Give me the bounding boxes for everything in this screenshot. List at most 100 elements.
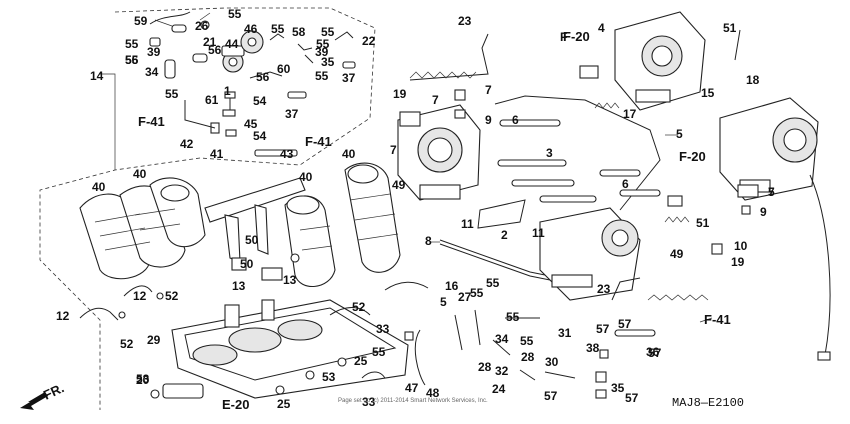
springs (409, 71, 709, 301)
part-callout: 40 (133, 167, 147, 181)
part-callout: 33 (376, 322, 390, 336)
part-callout: 5 (768, 185, 775, 199)
bracket-assembly (204, 177, 306, 281)
part-callout: 11 (461, 217, 474, 231)
part-callout: 31 (558, 326, 572, 340)
part-callout: 55 (470, 286, 484, 300)
part-callout: 57 (625, 391, 639, 405)
part-callout: 50 (240, 257, 254, 271)
part-callout: 37 (285, 107, 299, 121)
part-callout: 55 (165, 87, 179, 101)
part-callout: 55 (372, 345, 386, 359)
part-callout: 28 (521, 350, 535, 364)
part-callout: 32 (495, 364, 509, 378)
part-callout: 21 (203, 35, 217, 49)
part-callout: 6 (622, 177, 629, 191)
part-callout: 1 (224, 84, 231, 98)
part-callout: 56 (256, 70, 270, 84)
part-callout: 29 (147, 333, 161, 347)
part-callout: 50 (245, 233, 259, 247)
part-callout: 54 (253, 94, 267, 108)
leader-lines (100, 12, 713, 323)
ref-e20-bottom: E-20 (222, 397, 249, 412)
part-callout: 8 (425, 234, 432, 248)
part-callout: 51 (723, 21, 737, 35)
ref-f41-left: F-41 (138, 114, 165, 129)
part-callout: 60 (277, 62, 291, 76)
part-callout: 59 (134, 14, 148, 28)
part-callout: 38 (586, 341, 600, 355)
part-callout: 23 (597, 282, 611, 296)
small-parts-right (361, 29, 759, 399)
front-direction-arrow: FR. (20, 380, 66, 410)
part-callout: 16 (445, 279, 459, 293)
part-callout: 19 (731, 255, 745, 269)
part-callout: 55 (321, 25, 335, 39)
part-callout: 4 (598, 21, 605, 35)
part-callout: 44 (225, 37, 239, 51)
part-callout: 35 (321, 55, 335, 69)
part-callout: 7 (768, 185, 775, 199)
part-callout: 55 (486, 276, 500, 290)
part-callout: 15 (701, 86, 715, 100)
part-callout: 55 (506, 310, 520, 324)
part-callout: 9 (760, 205, 767, 219)
part-callout: 33 (362, 395, 376, 409)
part-callout: 23 (458, 14, 472, 28)
ref-f20-right: F-20 (679, 149, 706, 164)
part-callout: 28 (478, 360, 492, 374)
part-callout: 55 (271, 22, 285, 36)
part-callout: 61 (205, 93, 219, 107)
part-callout: 55 (228, 7, 242, 21)
part-callout: 2 (501, 228, 508, 242)
part-callout: 7 (390, 143, 397, 157)
part-callout: 57 (648, 346, 662, 360)
part-callout: 36 (646, 345, 660, 359)
part-callout: 46 (244, 22, 258, 36)
part-callout: 12 (133, 289, 147, 303)
part-callout: 52 (165, 289, 179, 303)
ref-f41-right: F-41 (704, 312, 731, 327)
part-callout: 53 (322, 370, 336, 384)
part-callout: 18 (746, 73, 760, 87)
part-callout: 7 (485, 83, 492, 97)
part-callout: 55 (520, 334, 534, 348)
part-callout: 9 (485, 113, 492, 127)
air-chamber-box (162, 299, 409, 399)
part-callout: 22 (362, 34, 376, 48)
part-callout: 25 (277, 397, 291, 411)
part-callout: 3 (546, 146, 553, 160)
part-code: MAJ8—E2100 (672, 396, 744, 410)
part-callout: 39 (147, 45, 161, 59)
part-callout: 55 (125, 37, 139, 51)
part-callout: 6 (512, 113, 519, 127)
part-callout: 56 (208, 43, 222, 57)
ref-f20-top: F-20 (563, 29, 590, 44)
part-callout: 35 (611, 381, 625, 395)
carburetor-upper-right (614, 11, 706, 111)
part-callout: 27 (458, 290, 472, 304)
part-callout: 40 (342, 147, 356, 161)
part-callout: 45 (244, 117, 258, 131)
carburetor-lower-center (539, 207, 641, 301)
assembly-boundary (39, 7, 376, 410)
part-callout: 53 (136, 372, 150, 386)
part-callout: 48 (426, 386, 440, 400)
part-callout: 14 (90, 69, 104, 83)
part-callout: 13 (283, 273, 297, 287)
part-callout: 34 (495, 332, 509, 346)
part-callout: 58 (292, 25, 306, 39)
part-callout: 55 (315, 69, 329, 83)
part-callout: 10 (734, 239, 748, 253)
bottom-left-hoses (79, 253, 429, 399)
part-callout: 41 (210, 147, 224, 161)
part-callout: 57 (596, 322, 610, 336)
part-callout: F (560, 30, 567, 44)
part-callout: 11 (532, 226, 545, 240)
part-callout: 13 (232, 279, 246, 293)
part-callout: 30 (545, 355, 559, 369)
intake-ducts (79, 162, 401, 288)
part-callout: 56 (125, 53, 139, 67)
part-callout: 57 (544, 389, 558, 403)
